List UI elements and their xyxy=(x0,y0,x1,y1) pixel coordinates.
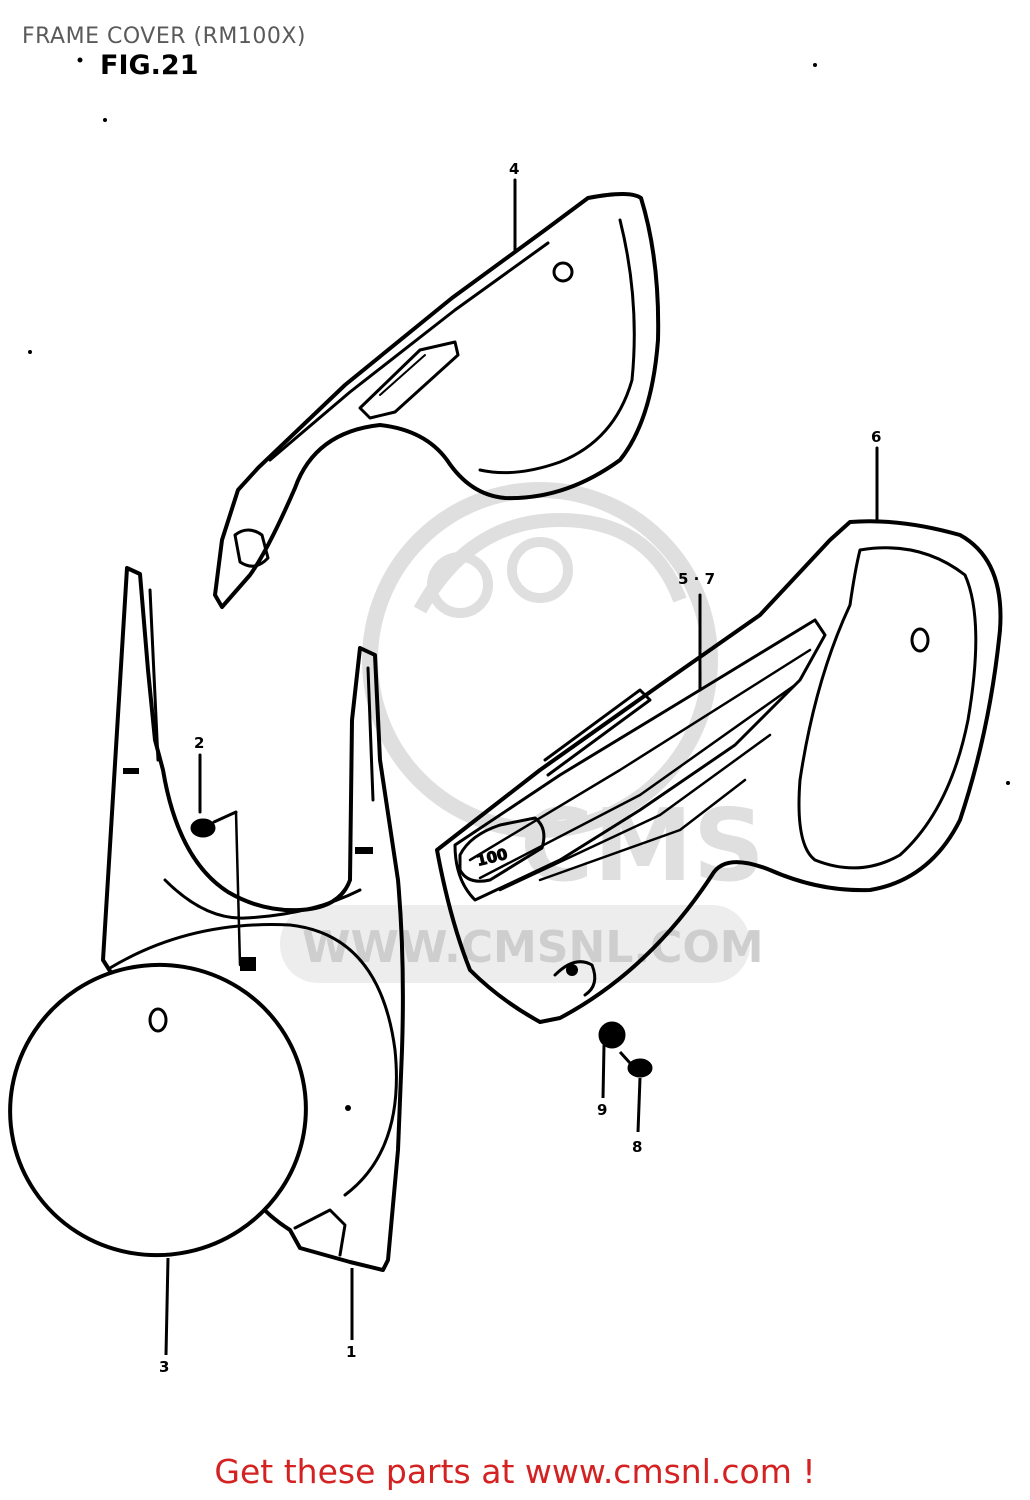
part-6-side-cover: 100 xyxy=(435,446,1003,1024)
part-9-grommet xyxy=(598,1021,626,1099)
watermark-helmet xyxy=(413,512,687,614)
callout-6: 6 xyxy=(871,428,881,446)
part-6-grommet-dot xyxy=(566,964,578,976)
part-1-slot-lower xyxy=(240,957,256,971)
part-9-grommet-body xyxy=(598,1021,626,1049)
part-1-left-strip xyxy=(148,588,160,762)
part-6-stripe-3 xyxy=(498,733,772,892)
part-4-outline xyxy=(213,192,661,609)
callout-leader-8 xyxy=(636,1077,642,1133)
figure-label: FIG.21 xyxy=(100,50,199,81)
part-2-screw-head xyxy=(190,818,216,838)
part-1-number-plate xyxy=(101,566,405,1272)
part-8-screw-head xyxy=(627,1058,653,1078)
part-4-tab-inner xyxy=(379,354,426,396)
part-6-stripe-2 xyxy=(478,683,797,880)
watermark-face-circle xyxy=(362,482,718,838)
watermark-text-bar xyxy=(280,905,750,983)
callout-leader-3 xyxy=(164,1257,170,1356)
part-8-screw xyxy=(618,1050,653,1133)
part-4-frame-cover-upper xyxy=(213,178,661,609)
part-6-stripe-1 xyxy=(468,648,812,862)
part-2-screw xyxy=(190,753,242,967)
watermark-goggle-left xyxy=(427,552,493,618)
callout-1: 1 xyxy=(346,1343,356,1361)
part-3-number-plate-face xyxy=(8,962,308,1258)
part-1-slot-left xyxy=(123,768,139,774)
part-2-shaft xyxy=(212,810,238,824)
part-6-hole xyxy=(910,627,930,653)
part-4-tab xyxy=(358,340,460,420)
part-1-slot-right xyxy=(355,847,373,854)
page-title: FRAME COVER (RM100X) xyxy=(22,24,306,49)
part-1-right-strip xyxy=(366,666,375,802)
part-1-pin xyxy=(345,1105,351,1111)
callout-9: 9 xyxy=(597,1101,607,1119)
callout-8: 8 xyxy=(632,1138,642,1156)
part-6-ridge-top xyxy=(543,688,652,777)
callout-5-7: 5 · 7 xyxy=(678,570,715,588)
part-1-outline xyxy=(101,566,405,1272)
part-8-shaft xyxy=(618,1050,632,1065)
part-1-bottom-tab xyxy=(293,1208,347,1257)
part-6-outline xyxy=(435,519,1003,1024)
part-2-axis-line xyxy=(234,810,242,967)
callout-3: 3 xyxy=(159,1358,169,1376)
part-6-inner-panel xyxy=(797,546,978,870)
part-3-disc xyxy=(8,962,308,1258)
part-1-rim-inner xyxy=(108,923,398,1197)
part-4-hole xyxy=(552,261,574,283)
callout-2: 2 xyxy=(194,734,204,752)
promo-banner: Get these parts at www.cmsnl.com ! xyxy=(214,1452,816,1491)
part-4-top-flange xyxy=(268,241,550,462)
part-6-grommet-mark xyxy=(553,960,597,997)
part-4-boss xyxy=(233,528,270,568)
part-6-emblem-box xyxy=(458,816,546,883)
part-6-stripe-panel xyxy=(453,618,827,902)
watermark-brand: CMS xyxy=(520,787,765,904)
part-1-inner-curve xyxy=(163,878,362,920)
callout-leader-9 xyxy=(601,1044,606,1099)
part-6-stripe-4 xyxy=(538,778,747,882)
scan-specks xyxy=(28,57,1010,785)
part-3-hole xyxy=(148,1007,168,1033)
watermark-goggle-right xyxy=(507,537,573,603)
part-4-inner-edge xyxy=(478,218,636,475)
callout-4: 4 xyxy=(509,160,519,178)
watermark-url: WWW.CMSNL.COM xyxy=(302,922,764,973)
